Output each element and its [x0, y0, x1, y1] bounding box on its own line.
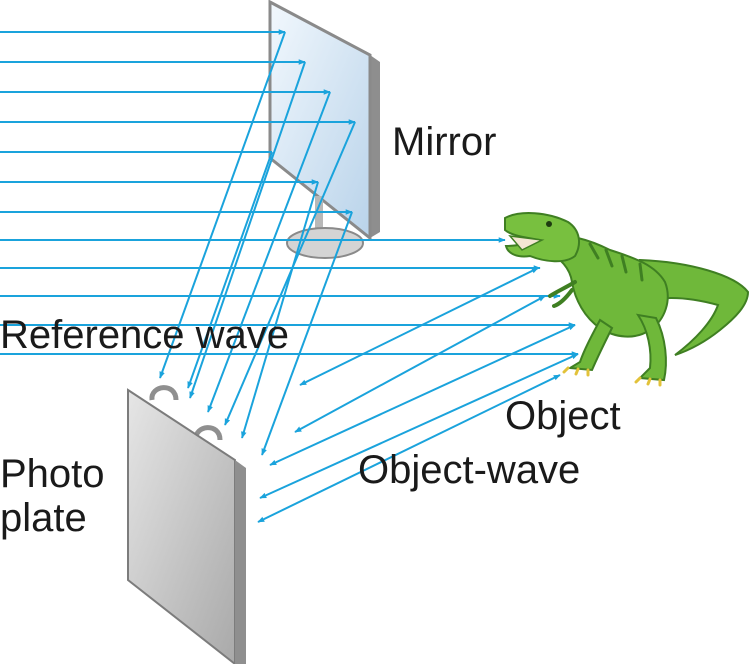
photo-plate-label: Photo plate — [0, 452, 105, 540]
plate-edge — [235, 460, 246, 664]
plate-ring-left — [149, 385, 179, 401]
dinosaur-eye — [546, 221, 552, 227]
ray-reflected-5 — [187, 151, 273, 389]
ray-reflected-6 — [241, 181, 319, 439]
dinosaur-leg-front — [566, 318, 614, 372]
dinosaur-arm — [548, 280, 577, 308]
photo-plate — [127, 385, 246, 664]
object-wave-label: Object-wave — [358, 448, 581, 492]
plate-face — [127, 388, 236, 664]
mirror-edge — [370, 55, 380, 238]
mirror-label: Mirror — [392, 120, 497, 164]
mirror — [268, 0, 380, 259]
photo-plate-label-line1: Photo — [0, 452, 105, 496]
dinosaur-stripes — [588, 242, 644, 282]
reference-wave-label: Reference wave — [0, 313, 290, 357]
dinosaur-tail — [638, 258, 750, 356]
object-label: Object — [505, 394, 621, 438]
ray-reflected-1 — [159, 31, 286, 379]
ray-object-wave-5 — [257, 374, 561, 523]
light-rays — [0, 29, 579, 523]
dinosaur-object — [504, 212, 750, 387]
photo-plate-label-line2: plate — [0, 496, 87, 540]
ray-reflected-3 — [207, 91, 331, 413]
dinosaur-jaw — [508, 235, 545, 251]
dinosaur-claws — [562, 366, 662, 387]
ray-reflected-2 — [189, 61, 306, 399]
ray-object-wave-1 — [299, 267, 539, 386]
mirror-stem — [315, 196, 323, 240]
dinosaur-leg-back — [635, 313, 667, 382]
